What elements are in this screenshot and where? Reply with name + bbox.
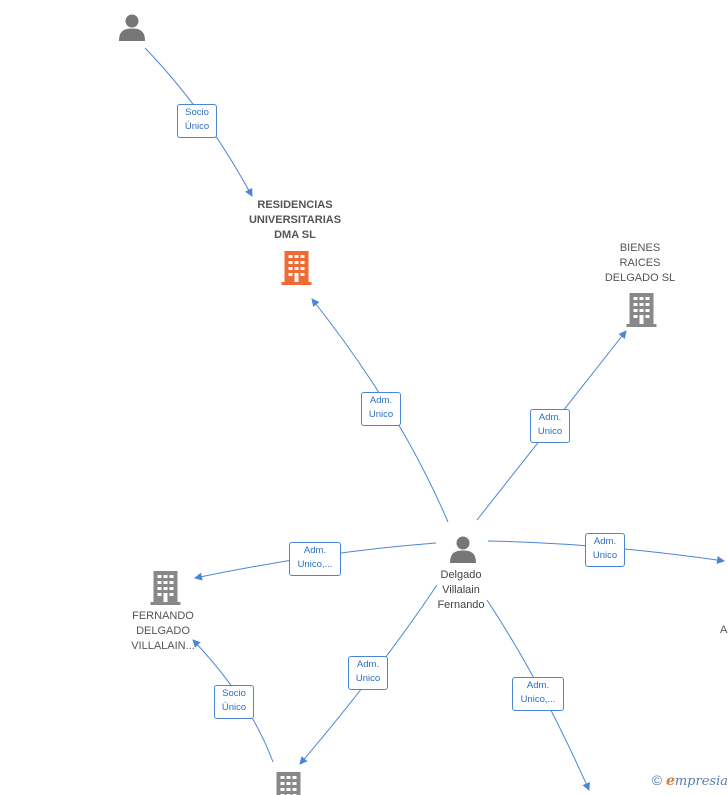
building-icon-residencias <box>281 251 312 285</box>
edge-label-adm-unico-etc[interactable]: Adm. Unico,... <box>289 542 341 576</box>
edge-label-socio-unico[interactable]: Socio Único <box>214 685 254 719</box>
node-label-bienes[interactable]: BIENES RAICES DELGADO SL <box>604 242 676 284</box>
node-label-residencias[interactable]: RESIDENCIAS UNIVERSITARIAS DMA SL <box>248 199 342 241</box>
node-label-center-person[interactable]: Delgado Villalain Fernando <box>437 569 485 611</box>
copyright-symbol: © <box>651 772 663 788</box>
edge-label-adm-unico[interactable]: Adm. Unico <box>361 392 401 426</box>
building-icon-bottom <box>273 772 304 795</box>
edge-label-adm-unico-etc[interactable]: Adm. Unico,... <box>512 677 564 711</box>
edge-label-socio-unico[interactable]: Socio Único <box>177 104 217 138</box>
person-icon-center <box>450 536 476 563</box>
edge-label-adm-unico[interactable]: Adm. Unico <box>348 656 388 690</box>
building-icon-fernando <box>150 571 181 605</box>
edge-label-adm-unico[interactable]: Adm. Unico <box>585 533 625 567</box>
edge-label-adm-unico[interactable]: Adm. Unico <box>530 409 570 443</box>
brand-logo-initial: e <box>665 773 675 789</box>
node-label-fernando[interactable]: FERNANDO DELGADO VILLALAIN... <box>131 610 195 652</box>
person-icon <box>119 14 145 41</box>
brand-logo-text: mpresia <box>674 774 728 789</box>
copyright-footer: © empresia <box>652 772 728 789</box>
building-icon-bienes <box>626 293 657 327</box>
node-label-right-edge[interactable]: A <box>720 624 728 636</box>
